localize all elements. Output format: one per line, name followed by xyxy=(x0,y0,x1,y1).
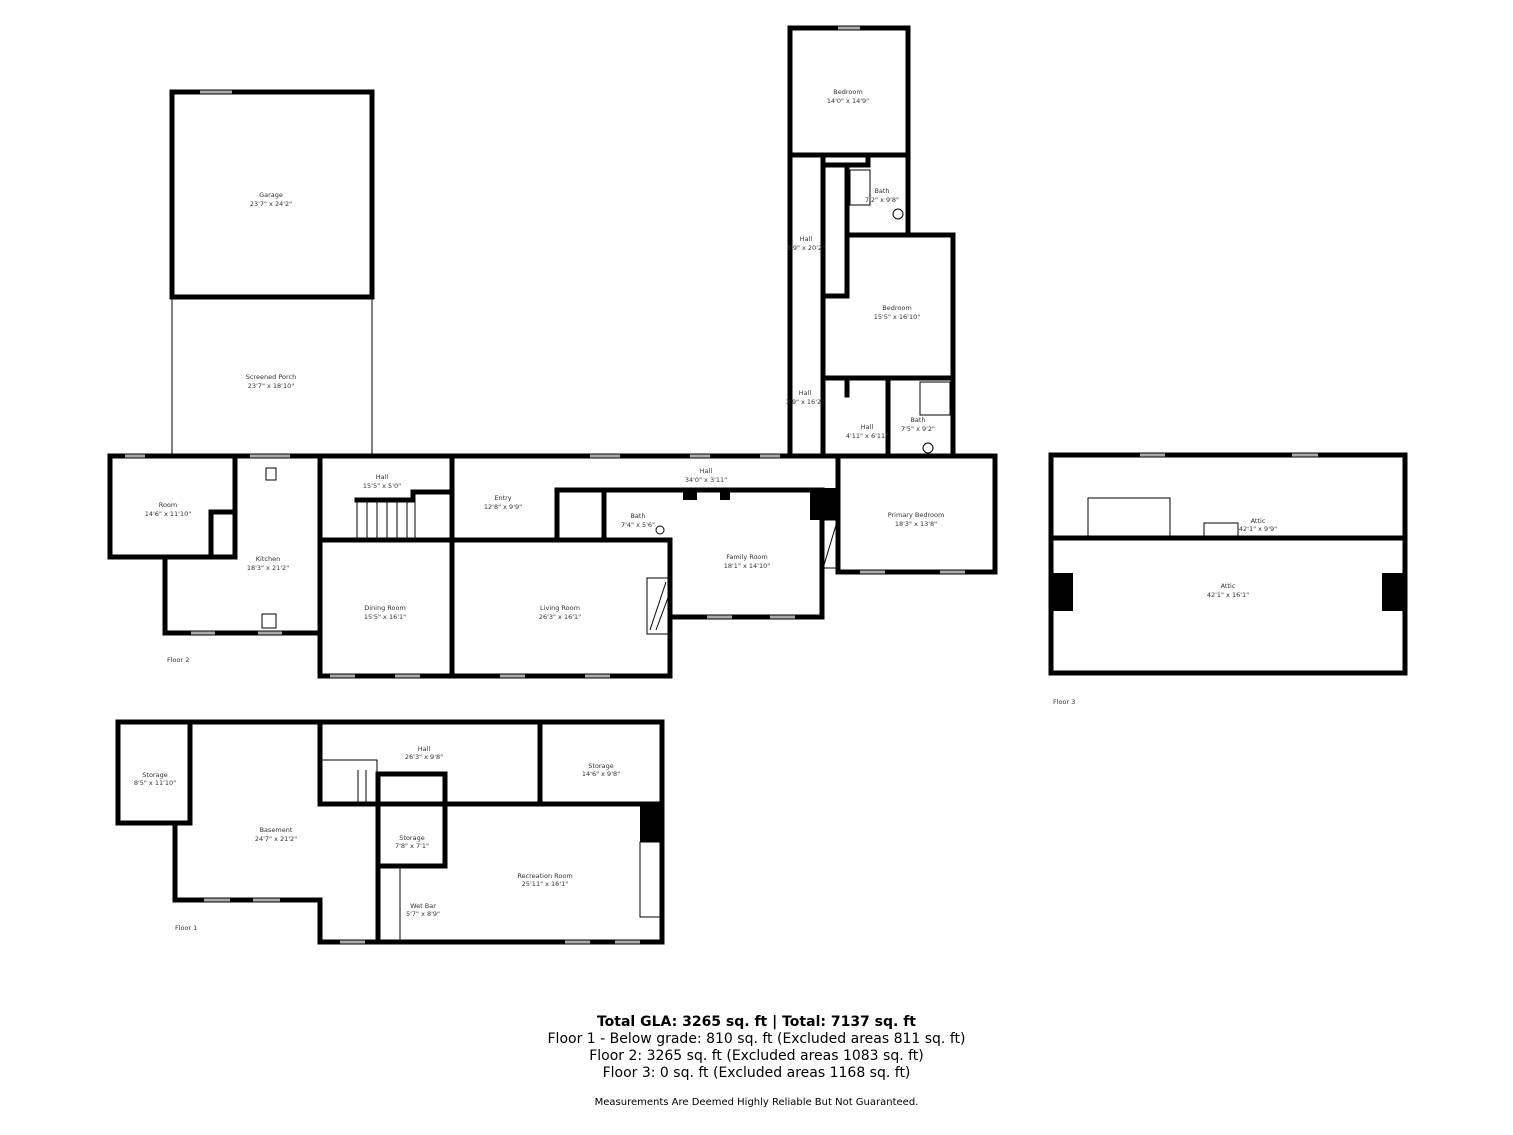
room-name: Garage xyxy=(259,191,283,199)
room-name: Storage xyxy=(588,762,613,770)
floor-label: Floor 1 xyxy=(175,924,197,932)
room-dims: 23'7" x 24'2" xyxy=(250,200,292,208)
floor3-area: Floor 3: 0 sq. ft (Excluded areas 1168 s… xyxy=(602,1065,911,1081)
room-name: Room xyxy=(159,501,178,509)
room-dims: 3'9" x 20'2" xyxy=(787,244,825,252)
room-dims: 15'5" x 16'1" xyxy=(364,613,406,621)
room-dims: 14'6" x 11'10" xyxy=(145,510,191,518)
room-name: Basement xyxy=(260,826,293,834)
room-name: Hall xyxy=(700,467,713,475)
stairs-icon xyxy=(1087,497,1171,539)
room-name: Bath xyxy=(630,512,645,520)
room-dims: 15'5" x 16'10" xyxy=(874,313,920,321)
room-name: Attic xyxy=(1251,517,1266,525)
room-name: Entry xyxy=(494,494,511,502)
floor3-labels: Attic 42'1" x 9'9" Attic 42'1" x 16'1" F… xyxy=(1053,517,1277,706)
floor3-walls xyxy=(1048,452,1408,676)
room-dims: 34'0" x 3'11" xyxy=(685,476,727,484)
room-name: Bath xyxy=(874,187,889,195)
room-dims: 24'7" x 21'2" xyxy=(255,835,297,843)
room-name: Hall xyxy=(800,235,813,243)
room-dims: 8'5" x 11'10" xyxy=(134,779,176,787)
room-name: Bedroom xyxy=(882,304,911,312)
room-dims: 26'3" x 9'8" xyxy=(405,753,443,761)
room-dims: 5'7" x 8'9" xyxy=(406,910,440,918)
room-dims: 15'5" x 5'0" xyxy=(363,482,401,490)
floor-label: Floor 3 xyxy=(1053,698,1075,706)
room-name: Kitchen xyxy=(256,555,280,563)
sink-icon xyxy=(265,467,277,481)
room-dims: 14'6" x 9'8" xyxy=(582,770,620,778)
floor2-walls xyxy=(107,25,998,679)
floor1-labels: Storage 8'5" x 11'10" Basement 24'7" x 2… xyxy=(134,745,620,932)
total-area: Total GLA: 3265 sq. ft | Total: 7137 sq.… xyxy=(596,1014,917,1030)
room-dims: 42'1" x 9'9" xyxy=(1239,525,1277,533)
floor1-area: Floor 1 - Below grade: 810 sq. ft (Exclu… xyxy=(547,1031,966,1047)
room-name: Bedroom xyxy=(833,88,862,96)
fireplace-icon xyxy=(646,577,670,635)
room-dims: 18'1" x 14'10" xyxy=(724,562,770,570)
room-name: Hall xyxy=(376,473,389,481)
floor2-area: Floor 2: 3265 sq. ft (Excluded areas 108… xyxy=(589,1048,924,1064)
room-dims: 7'4" x 5'6" xyxy=(621,521,655,529)
sink-icon xyxy=(892,208,904,220)
sink-icon xyxy=(922,442,934,454)
room-name: Hall xyxy=(418,745,431,753)
room-name: Family Room xyxy=(726,553,768,561)
room-dims: 14'0" x 14'9" xyxy=(827,97,869,105)
room-name: Bath xyxy=(910,416,925,424)
room-dims: 7'5" x 9'2" xyxy=(901,425,935,433)
room-dims: 12'8" x 9'9" xyxy=(484,503,522,511)
room-name: Storage xyxy=(142,771,167,779)
disclaimer: Measurements Are Deemed Highly Reliable … xyxy=(594,1097,919,1108)
room-dims: 7'2" x 9'8" xyxy=(865,196,899,204)
room-dims: 3'9" x 16'2" xyxy=(786,398,824,406)
floor2-labels: Garage 23'7" x 24'2" Screened Porch 23'7… xyxy=(145,88,945,664)
room-name: Primary Bedroom xyxy=(888,511,945,519)
sink-icon xyxy=(655,525,665,535)
stairs-icon xyxy=(321,759,378,803)
stove-icon xyxy=(261,613,277,629)
room-name: Screened Porch xyxy=(246,373,296,381)
floor-label: Floor 2 xyxy=(167,656,189,664)
room-name: Recreation Room xyxy=(517,872,572,880)
stairs-icon xyxy=(354,489,450,541)
room-name: Living Room xyxy=(540,604,580,612)
room-name: Dining Room xyxy=(364,604,406,612)
room-dims: 7'8" x 7'1" xyxy=(395,842,429,850)
room-name: Storage xyxy=(399,834,424,842)
room-dims: 42'1" x 16'1" xyxy=(1207,591,1249,599)
room-dims: 18'3" x 13'8" xyxy=(895,520,937,528)
room-dims: 26'3" x 16'1" xyxy=(539,613,581,621)
room-name: Attic xyxy=(1221,582,1236,590)
room-dims: 4'11" x 6'11" xyxy=(846,432,888,440)
room-name: Hall xyxy=(799,389,812,397)
shower-icon xyxy=(919,381,951,416)
room-dims: 23'7" x 18'10" xyxy=(248,382,294,390)
fireplace-icon xyxy=(639,841,663,918)
room-dims: 25'11" x 16'1" xyxy=(522,880,568,888)
room-name: Hall xyxy=(861,423,874,431)
room-name: Wet Bar xyxy=(410,902,436,910)
shower-icon xyxy=(849,169,871,206)
room-dims: 18'3" x 21'2" xyxy=(247,564,289,572)
floor1-walls xyxy=(115,719,665,945)
